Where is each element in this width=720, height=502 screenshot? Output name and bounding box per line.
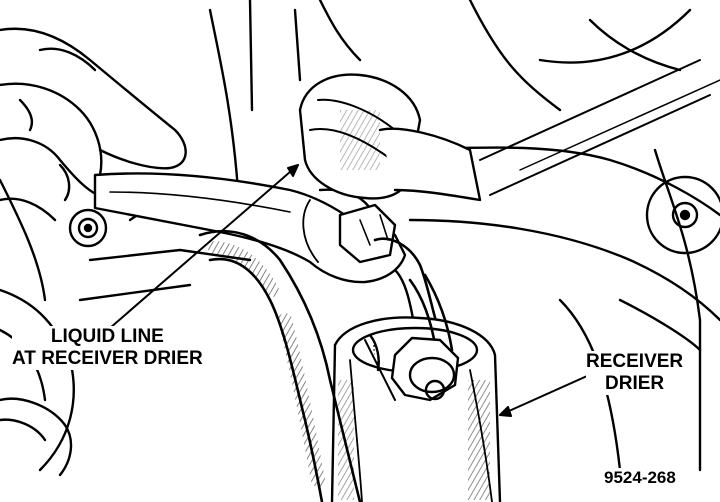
receiver-drier-callout-line1: RECEIVER — [586, 351, 684, 372]
liquid-line-callout-line1: LIQUID LINE — [50, 326, 164, 347]
hose-coupling — [298, 73, 482, 202]
receiver-drier-callout-line2: DRIER — [605, 373, 665, 394]
bolt-icon — [68, 208, 108, 248]
callout-leader-lines — [109, 164, 597, 417]
line-fitting-nut-icon — [338, 203, 442, 337]
receiver-drier-callout: RECEIVER DRIER — [586, 351, 684, 395]
liquid-line-callout: LIQUID LINE AT RECEIVER DRIER — [12, 326, 203, 370]
figure-number: 9524-268 — [604, 468, 676, 488]
pulley — [645, 175, 720, 255]
hand-icon — [0, 27, 187, 222]
canister-inlet-line — [364, 273, 460, 402]
round-housing — [0, 397, 73, 477]
liquid-line-callout-line2: AT RECEIVER DRIER — [12, 348, 203, 369]
